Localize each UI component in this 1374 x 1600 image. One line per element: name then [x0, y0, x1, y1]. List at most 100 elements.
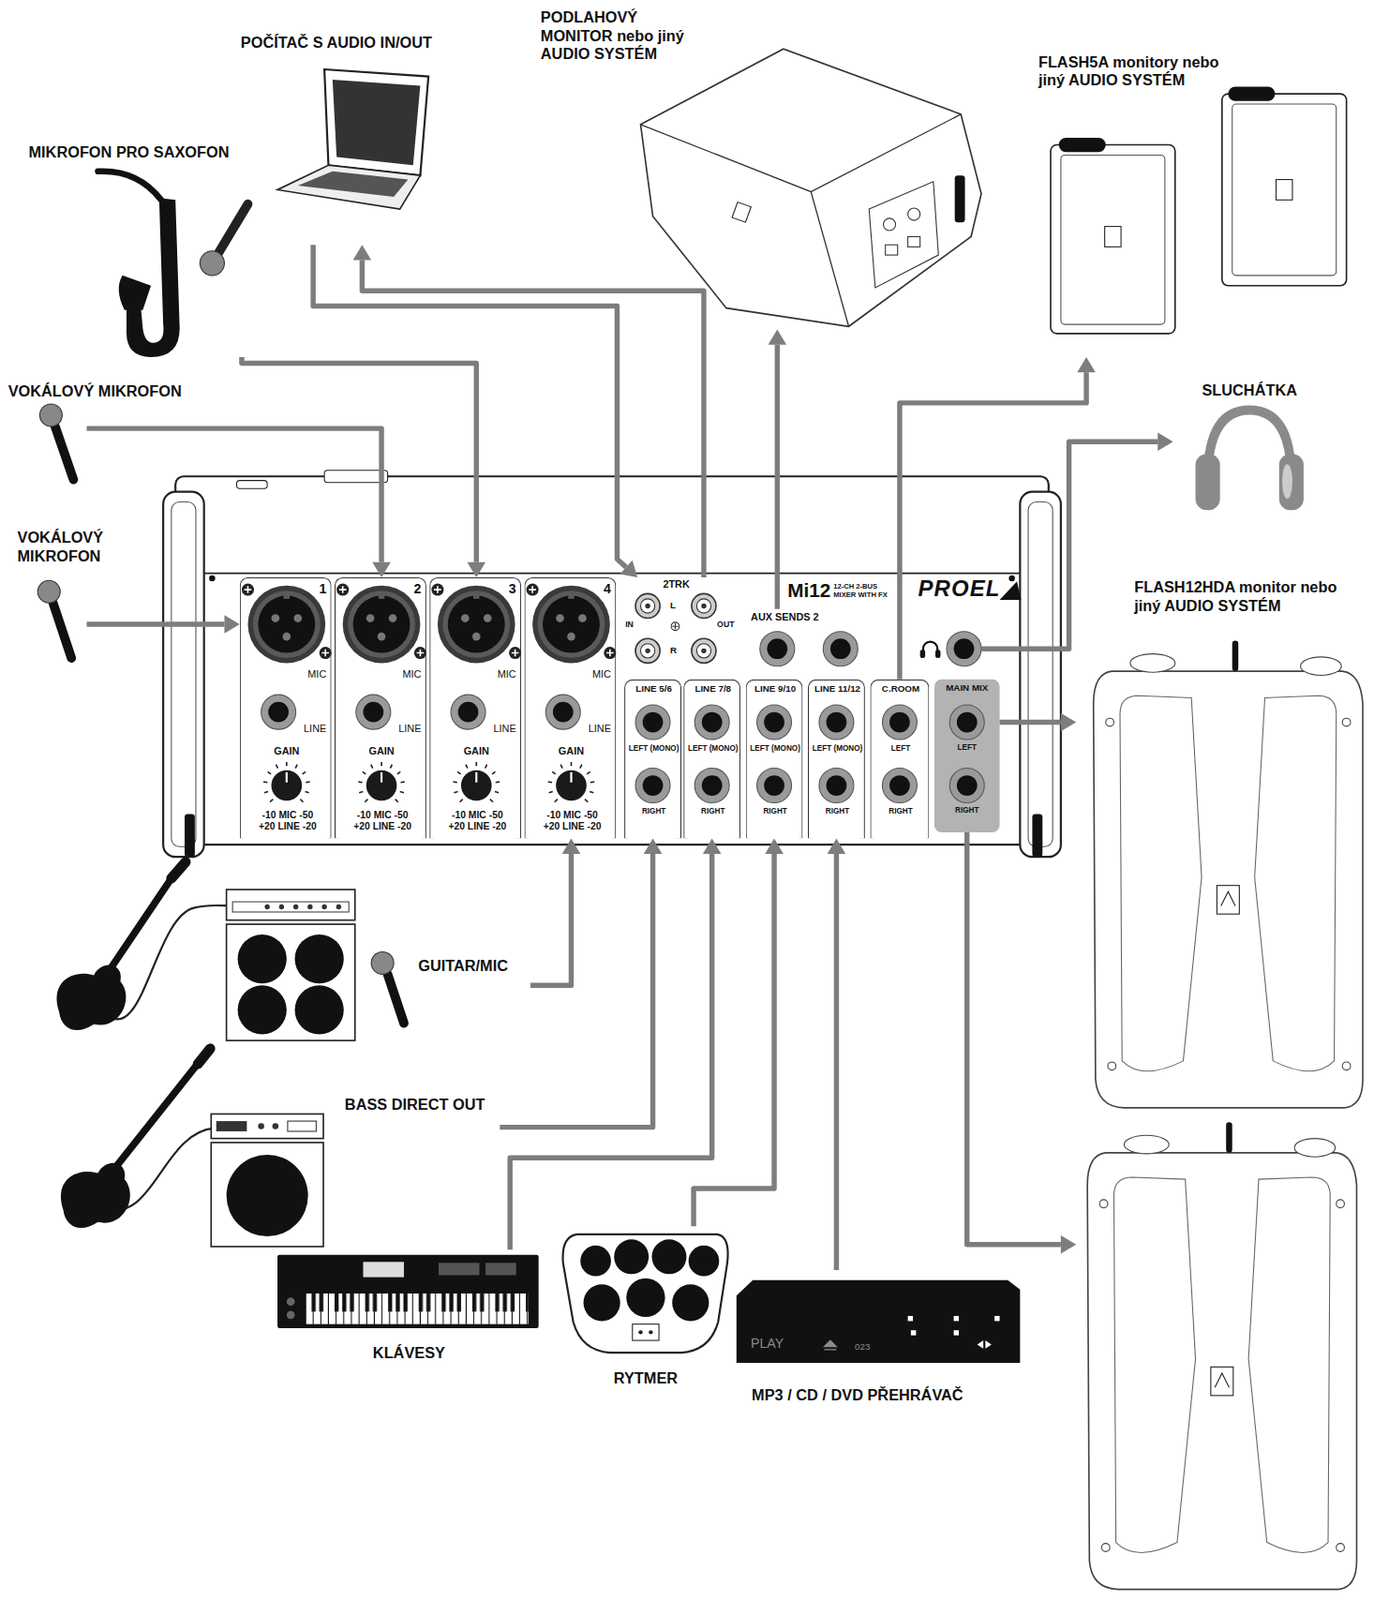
- saxophone-drawing: [217, 204, 249, 255]
- output-sockets-drawing: [757, 768, 792, 804]
- panel-label: GAIN: [356, 746, 407, 759]
- mixer-body-drawing: [175, 476, 1049, 845]
- cable-line: [693, 853, 775, 1226]
- channel-strip: 4MICLINEGAIN-10 MIC -50 +20 LINE -20: [523, 577, 616, 839]
- panel-label: -10 MIC -50 +20 LINE -20: [350, 808, 414, 833]
- rhythm-pad-drawing: [563, 1234, 729, 1353]
- headphones: SLUCHÁTKA: [1173, 379, 1327, 516]
- device-label: RYTMER: [556, 1369, 734, 1389]
- panel-label: C.ROOM: [870, 683, 930, 695]
- panel-label: GAIN: [450, 746, 502, 759]
- panel-label: LEFT (MONO): [808, 743, 867, 753]
- output-sockets-drawing: [920, 649, 926, 658]
- flash12hda-drawing: [1087, 1121, 1357, 1589]
- mixer-body-drawing: [1031, 813, 1043, 857]
- panel-label: 4: [597, 581, 612, 598]
- panel-label: RIGHT: [934, 806, 1001, 816]
- mixer-body-drawing: [1008, 575, 1016, 583]
- panel-label: MIC: [386, 668, 421, 681]
- channel-sockets-drawing: [431, 583, 444, 597]
- floor-monitor-drawing: [908, 208, 921, 221]
- flash5a-drawing: [1232, 104, 1337, 276]
- arrow-head: [1060, 713, 1076, 732]
- device-label: FLASH5A monitory nebo jiný AUDIO SYSTÉM: [1038, 53, 1233, 90]
- mixer: Mi1212-CH 2-BUS MIXER WITH FXPROEL1MICLI…: [163, 471, 1061, 860]
- main-mix-strip: MAIN MIX LEFT RIGHT: [934, 679, 1001, 833]
- cable-arrow: [87, 428, 391, 578]
- cable-arrow: [967, 832, 1076, 1254]
- arrow-head: [764, 838, 784, 854]
- mixer-body-drawing: [184, 813, 195, 857]
- channel-sockets-drawing: [450, 694, 486, 730]
- keyboard: KLÁVESY: [275, 1249, 543, 1373]
- cable-line: [499, 853, 653, 1128]
- saxophone-drawing: [199, 251, 225, 276]
- output-sockets-drawing: [635, 704, 671, 740]
- channel-sockets-drawing: [261, 694, 297, 730]
- display-text: PLAY: [750, 1335, 784, 1352]
- media-player-drawing: [954, 1315, 959, 1321]
- device-label: 12-CH 2-BUS MIXER WITH FX: [833, 582, 893, 599]
- guitar-amp-drawing: [295, 934, 344, 984]
- line-input-strip: LINE 11/12LEFT (MONO)RIGHT: [807, 679, 866, 839]
- device-label: MP3 / CD / DVD PŘEHRÁVAČ: [751, 1386, 964, 1405]
- output-sockets-drawing: [635, 593, 1001, 833]
- media-player-drawing: [823, 1340, 837, 1350]
- channel-strip: 1MICLINEGAIN-10 MIC -50 +20 LINE -20: [239, 577, 332, 839]
- guitar-amp-drawing: [264, 904, 269, 910]
- cable-line: [509, 853, 712, 1250]
- panel-label: MAIN MIX: [934, 682, 1001, 694]
- mixer-body-drawing: [163, 470, 1061, 857]
- media-player-drawing: [736, 1280, 1021, 1363]
- headphones-drawing: [1195, 453, 1221, 510]
- panel-label: L: [670, 599, 676, 612]
- bass-amp-drawing: [210, 1142, 324, 1247]
- guitar-amp-drawing: [279, 904, 284, 910]
- floor-monitor-drawing: [640, 48, 982, 327]
- cable-arrow: [1000, 713, 1077, 732]
- arrow-head: [768, 329, 788, 345]
- cable-arrow: [509, 838, 721, 1251]
- output-sockets-drawing: [635, 593, 660, 618]
- cable-line: [899, 372, 1087, 680]
- channel-sockets-drawing: [545, 694, 581, 730]
- panel-label: 2: [406, 581, 421, 598]
- device-label: PODLAHOVÝ MONITOR nebo jiný AUDIO SYSTÉM: [540, 8, 704, 64]
- laptop-drawing: [277, 164, 420, 210]
- panel-label: MIC: [291, 668, 327, 681]
- guitar-amp-drawing: [57, 965, 127, 1031]
- channel-sockets-drawing: [247, 585, 326, 664]
- arrow-head: [372, 562, 391, 578]
- keyboard-drawing: [362, 1261, 404, 1277]
- rhythm-pad-drawing: [583, 1284, 621, 1321]
- panel-label: LINE: [569, 723, 612, 736]
- keyboard-drawing: [306, 1293, 529, 1325]
- flash5a-drawing: [1227, 87, 1275, 102]
- cable-arrow: [499, 838, 662, 1128]
- arrow-head: [619, 560, 638, 578]
- panel-label: LEFT: [934, 742, 1001, 752]
- output-sockets-drawing: [694, 768, 730, 804]
- flash5a-drawing: [1050, 145, 1176, 334]
- output-sockets-drawing: [923, 642, 938, 655]
- bass-amp-drawing: [226, 1154, 309, 1237]
- cable-arrow: [768, 329, 788, 610]
- vocal-microphone-drawing: [53, 602, 73, 658]
- cable-line: [87, 621, 225, 627]
- output-sockets-drawing: [819, 768, 854, 804]
- arrow-head: [1060, 1235, 1076, 1255]
- bass-amp-drawing: [257, 1122, 265, 1130]
- media-player-drawing: [908, 1315, 913, 1321]
- rhythm-pad-drawing: [688, 1245, 720, 1277]
- panel-label: -10 MIC -50 +20 LINE -20: [255, 808, 319, 833]
- panel-label: OUT: [716, 620, 734, 630]
- headphones-drawing: [1195, 410, 1304, 511]
- rhythm-pad-drawing: [672, 1284, 709, 1321]
- panel-label: LINE 9/10: [746, 683, 805, 695]
- panel-label: 2TRK: [662, 578, 689, 591]
- guitar-amp-drawing: [102, 875, 174, 982]
- device-label: MIKROFON PRO SAXOFON: [28, 142, 229, 162]
- keyboard-drawing: [485, 1262, 517, 1275]
- output-sockets-drawing: [946, 631, 982, 667]
